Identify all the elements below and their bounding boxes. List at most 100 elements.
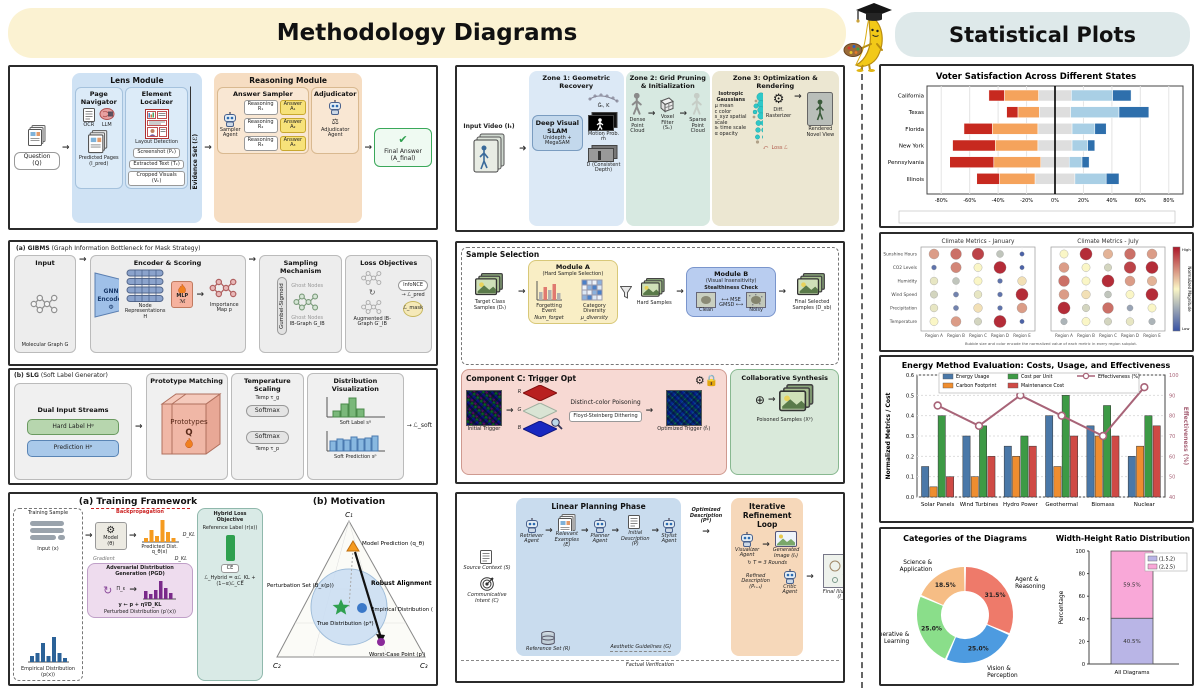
ocr-doc-icon [82,107,95,122]
svg-text:Cost per Unit: Cost per Unit [1021,374,1053,380]
target-samples-icon [475,273,503,296]
dual-input-streams: Dual Input Streams Hard Label Hᵍ Predict… [14,382,132,480]
svg-text:40: 40 [1169,495,1175,501]
answer-chip: Answer A₃ [279,135,307,151]
svg-text:59.5%: 59.5% [1123,583,1140,589]
methodology-banner: Methodology Diagrams [8,8,846,58]
prediction-box: Prediction Hᵖ [27,440,119,458]
gnn-encoder-icon: GNNEncoderΦ [94,272,120,318]
svg-text:Generative &Learning: Generative &Learning [881,632,910,645]
final-selected-icon [797,273,825,296]
svg-text:Low: Low [1182,326,1189,331]
svg-text:Region E: Region E [1013,333,1031,338]
input-video-frames-icon [473,133,505,173]
svg-text:25.0%: 25.0% [921,625,942,632]
arrow: → [129,531,137,541]
svg-text:New York: New York [899,144,925,150]
svg-text:Normalized Metrics / Cost: Normalized Metrics / Cost [885,392,892,479]
svg-text:Agent &Reasoning: Agent &Reasoning [1015,577,1045,590]
arrow: → [778,287,787,297]
mse-label: ⟷ MSE [721,296,741,303]
svg-text:Model Prediction (q_θ): Model Prediction (q_θ) [362,541,424,547]
svg-text:Normalized Magnitude: Normalized Magnitude [1187,266,1192,312]
svg-text:Wind Speed: Wind Speed [891,292,917,298]
layout-detection-label: Layout Detection [135,138,179,145]
backprop-label: Backpropagation [90,508,190,516]
svg-text:0.4: 0.4 [906,414,914,420]
loss-label: ⤺ Loss ℒ [762,145,788,151]
energy-evaluation-svg: Energy Method Evaluation: Costs, Usage, … [885,361,1189,508]
svg-text:Nuclear: Nuclear [1134,502,1156,508]
empirical-distribution-marker [357,603,367,613]
svg-text:40%: 40% [1106,198,1117,204]
importance-map-icon [209,278,237,297]
page-navigator: Page Navigator OCR LLM Predicted Pages (… [74,86,123,189]
sample-selection-box: Sample Selection Target Class Samples (D… [461,247,839,365]
ce-box: CE [220,563,240,573]
svg-text:Geothermal: Geothermal [1045,502,1078,508]
sparse-point-cloud-icon [692,93,703,115]
sampler-agent-icon [224,111,237,127]
svg-text:70: 70 [1169,434,1175,440]
training-framework-diagram: (a) Training Framework Training Sample I… [8,492,438,686]
svg-text:60: 60 [1079,594,1085,600]
check-icon: ✔ [398,132,408,146]
svg-text:-80%: -80% [935,198,948,204]
svg-text:Voter Satisfaction Across Diff: Voter Satisfaction Across Different Stat… [936,72,1136,82]
dense-point-cloud-icon [631,93,642,115]
final-illustration-icon [822,553,843,588]
reasoning-module-title: Reasoning Module [249,75,328,85]
arrow: → [647,108,656,119]
reasoning-chip: Reasoning R₁ [243,99,278,115]
element-localizer: Element Localizer Layout Detection Scree… [124,86,189,189]
funnel-icon [620,285,633,298]
mlp-box: MLP ℳ [171,281,194,309]
svg-text:Pennsylvania: Pennsylvania [888,160,924,166]
refinement-loop-region: Iterative Refinement Loop Visualizer Age… [731,498,804,656]
svg-text:Region D: Region D [1121,333,1139,338]
question-box: Question (Q) [14,152,60,170]
noisy-image-icon [746,292,767,309]
gibms-encoder-section: Encoder & Scoring GNNEncoderΦ Node Repre… [89,254,246,353]
ratio-distribution-svg: Width-Height Ratio Distribution020406080… [1056,534,1190,676]
slg-diagram: (b) SLG (Soft Label Generator) Dual Inpu… [8,368,438,485]
gmsd-label: GMSD ⟷ [719,302,744,308]
arrow: → [196,289,205,300]
green-channel-diamond [523,403,558,419]
lens-module-region: Lens Module Page Navigator OCR LLM Predi… [71,72,203,223]
red-channel-diamond [523,385,558,401]
prototype-matching-section: Prototype Matching Prototypes Q [145,373,228,480]
l-mask-badge: ℒ_mask [403,300,424,317]
svg-text:40: 40 [1079,617,1085,623]
svg-text:50: 50 [1169,475,1175,481]
gear-icon: ⚙ [106,525,116,536]
arrow: ➜ [519,143,527,154]
zones-diagram: Input Video (Iₜ) ➜ Zone 1: Geometric Rec… [455,65,845,232]
aesthetic-guidelines-label: Aesthetic Guidelines (G) [610,644,672,652]
svg-text:Region C: Region C [969,333,987,338]
retriever-agent-icon [525,517,538,533]
llm-brain-icon [99,107,115,120]
svg-text:Width-Height Ratio Distributio: Width-Height Ratio Distribution [1056,534,1190,543]
camera-poses-icon [588,93,619,103]
svg-text:80%: 80% [1163,198,1174,204]
predicted-pages-icon [87,130,108,154]
arrow: → [767,395,776,405]
svg-text:90: 90 [1169,393,1175,399]
cycle-icon: ↻ [368,287,376,297]
svg-text:C₁: C₁ [345,511,353,519]
soft-label-histogram [326,397,386,418]
svg-text:0.3: 0.3 [906,434,914,440]
svg-text:GNN: GNN [103,288,118,295]
svg-text:20: 20 [1079,639,1085,645]
answer-chip: Answer A₂ [279,117,307,133]
blue-channel-diamond [523,421,558,437]
voter-satisfaction-chart: Voter Satisfaction Across Different Stat… [879,64,1194,228]
svg-text:Categories of the Diagrams: Categories of the Diagrams [903,534,1027,543]
gavel-icon: ⚖ [331,116,339,126]
optimized-trigger-image [665,389,702,426]
svg-text:Robust Alignment: Robust Alignment [371,580,432,587]
arrow: → [135,421,143,432]
